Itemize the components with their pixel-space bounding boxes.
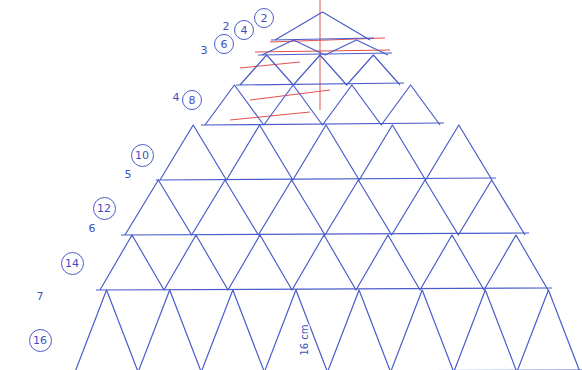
number-text: 16 (33, 335, 47, 346)
number-text: 8 (189, 95, 196, 106)
handwritten-note: 4 (173, 92, 180, 103)
row-line (258, 53, 392, 55)
triangle-rows (71, 12, 582, 370)
number-text: 12 (97, 203, 111, 214)
zigzag-row (275, 12, 370, 40)
number-text: 14 (65, 258, 79, 269)
zigzag-row (240, 55, 400, 85)
red-guides (230, 0, 390, 120)
handwritten-note: 16 cm (299, 324, 309, 355)
zigzag-row (100, 235, 548, 290)
zigzag-row (75, 290, 580, 370)
row-line (236, 83, 404, 85)
number-text: 6 (221, 39, 228, 50)
circled-number: 12 (93, 197, 116, 220)
zigzag-row (205, 85, 440, 125)
circled-number: 16 (29, 329, 52, 352)
row-line (271, 38, 374, 40)
zigzag-row (125, 180, 525, 235)
circled-number: 6 (214, 34, 234, 54)
row-line (121, 233, 529, 235)
circled-number: 14 (61, 252, 84, 275)
row-line (96, 288, 552, 290)
number-text: 10 (135, 150, 149, 161)
circled-number: 8 (182, 90, 202, 110)
handwritten-note: 3 (201, 45, 208, 56)
zigzag-row (160, 125, 492, 180)
handwritten-note: 6 (89, 223, 96, 234)
row-line (201, 123, 444, 125)
circled-number: 4 (234, 20, 254, 40)
handwritten-note: 2 (223, 21, 230, 32)
row-line (156, 178, 496, 180)
handwritten-note: 7 (37, 291, 44, 302)
number-text: 2 (261, 13, 268, 24)
number-text: 4 (241, 25, 248, 36)
circled-number: 2 (254, 8, 274, 28)
handwritten-note: 5 (125, 169, 132, 180)
circled-number: 10 (131, 144, 154, 167)
